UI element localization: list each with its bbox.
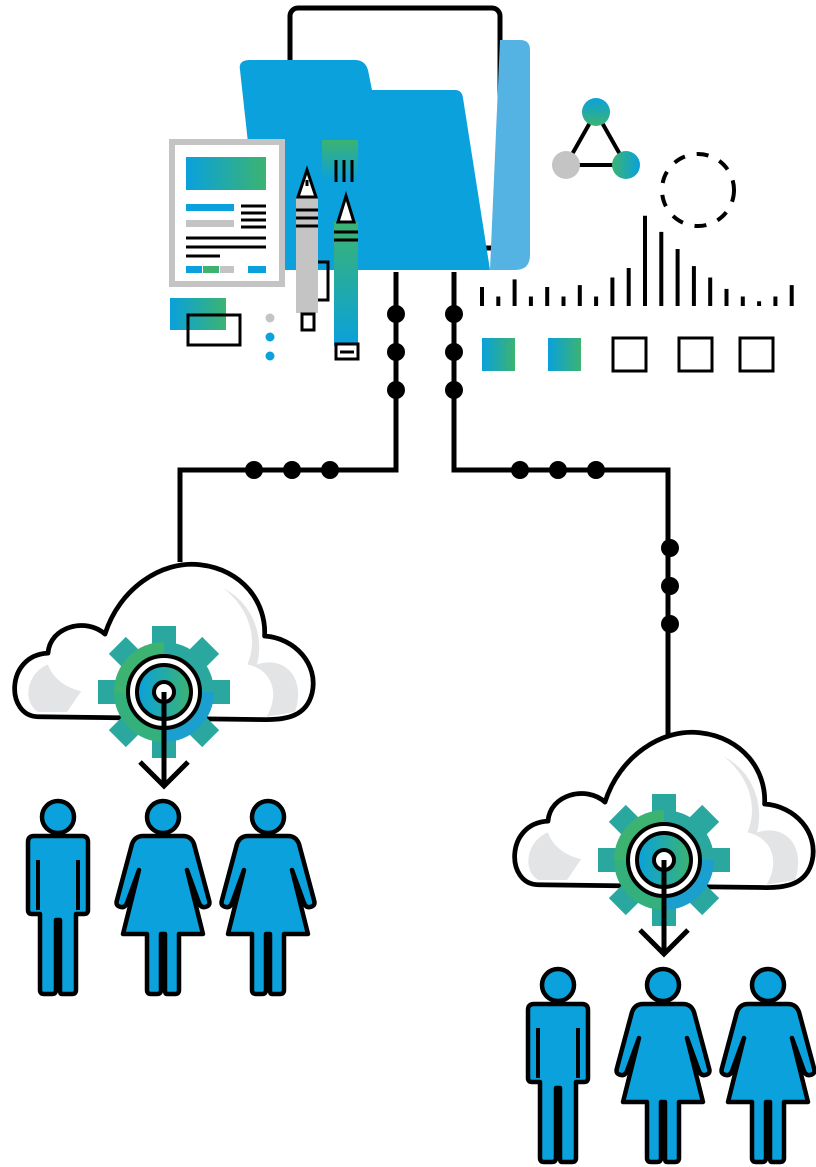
gear-icon [98, 626, 230, 786]
network-graph-icon [552, 98, 640, 179]
person-icon [28, 801, 88, 994]
person-icon [528, 969, 588, 1162]
dashed-circle-icon [660, 152, 736, 228]
document-icon [169, 139, 285, 287]
person-icon [222, 801, 315, 994]
person-icon [617, 969, 710, 1162]
bar-chart-icon [480, 215, 794, 306]
card-icon [170, 298, 242, 347]
color-swatch-icon [482, 336, 775, 373]
dots-icon [265, 313, 275, 361]
color-swatch [548, 338, 581, 371]
color-swatch [482, 338, 515, 371]
color-swatch [677, 336, 714, 373]
person-icon [722, 969, 815, 1162]
color-swatch [738, 336, 775, 373]
pen-icon [295, 140, 360, 361]
color-swatch [611, 336, 648, 373]
person-icon [117, 801, 210, 994]
gear-icon [598, 794, 730, 954]
connector-dots [245, 305, 679, 633]
